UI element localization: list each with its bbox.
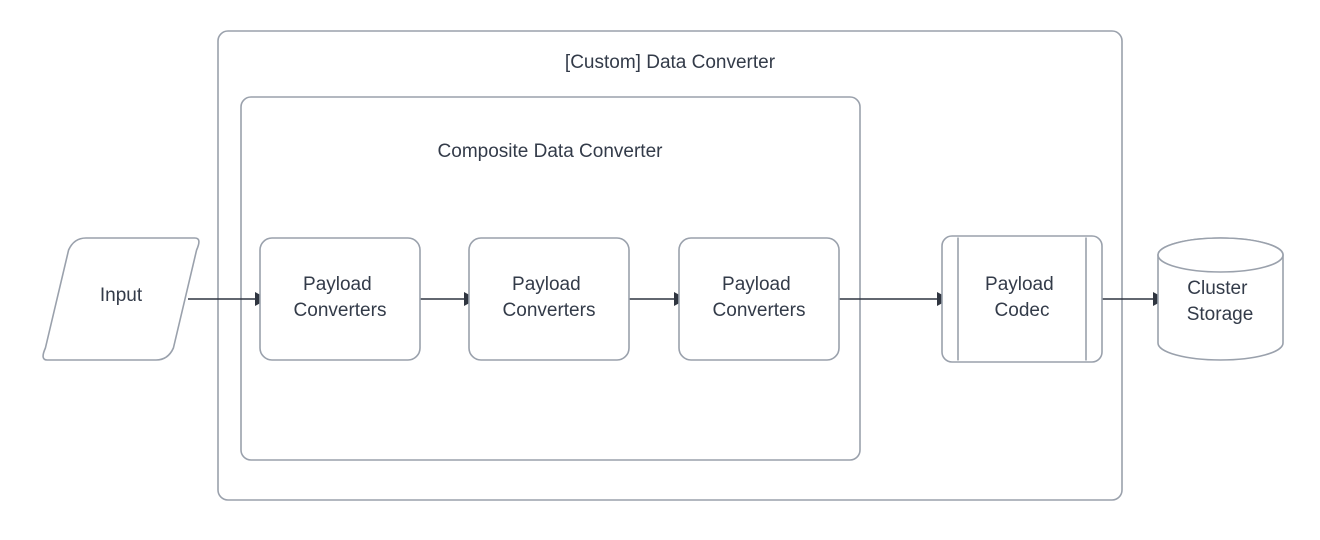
label-line-2: Converters [713, 300, 806, 321]
label-line-1: Payload [722, 274, 791, 295]
input-shape-fill [43, 238, 199, 360]
node-payload-converters-3[interactable]: Payload Converters [678, 237, 840, 361]
payload-converters-3-border [678, 237, 840, 361]
input-label: Input [100, 285, 143, 306]
payload-converters-1-border [259, 237, 421, 361]
node-cluster-storage[interactable]: Cluster Storage [1157, 237, 1284, 361]
composite-data-converter-label: Composite Data Converter [438, 141, 664, 162]
node-input[interactable]: Input [42, 237, 200, 361]
payload-codec-border [941, 235, 1103, 363]
cluster-storage-label: Cluster Storage [1187, 278, 1254, 325]
label-line-2: Storage [1187, 304, 1254, 325]
input-shape-outline [42, 237, 200, 361]
payload-codec-label: Payload Codec [985, 274, 1059, 321]
label-line-2: Converters [503, 300, 596, 321]
label-line-1: Payload [512, 274, 581, 295]
payload-converters-2-label: Payload Converters [503, 274, 596, 321]
label-line-2: Converters [294, 300, 387, 321]
node-payload-codec[interactable]: Payload Codec [941, 235, 1103, 363]
node-payload-converters-2[interactable]: Payload Converters [468, 237, 630, 361]
payload-converters-1-label: Payload Converters [294, 274, 387, 321]
node-payload-converters-1[interactable]: Payload Converters [259, 237, 421, 361]
custom-data-converter-label: [Custom] Data Converter [565, 52, 776, 73]
payload-converters-2-border [468, 237, 630, 361]
cluster-storage-top-ellipse [1157, 237, 1284, 273]
payload-converters-3-label: Payload Converters [713, 274, 806, 321]
label-line-1: Cluster [1187, 278, 1248, 299]
label-line-1: Payload [303, 274, 372, 295]
label-line-2: Codec [995, 300, 1050, 321]
label-line-1: Payload [985, 274, 1054, 295]
